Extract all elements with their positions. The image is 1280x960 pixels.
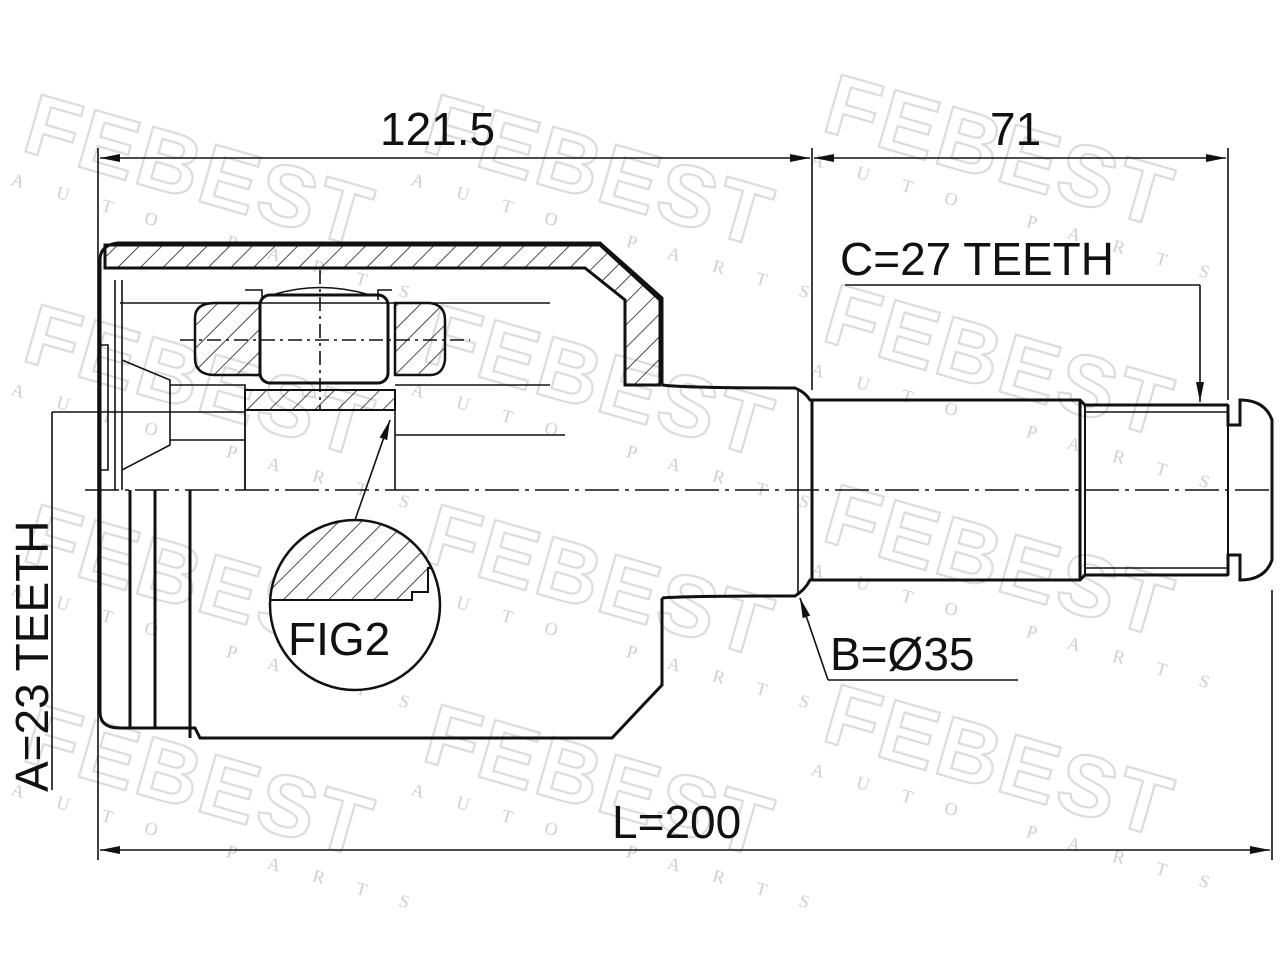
total-length-label: L=200 bbox=[612, 796, 741, 848]
seal-diameter-label: B=Ø35 bbox=[830, 628, 975, 680]
callout-inner-spline: A=23 TEETH bbox=[6, 411, 245, 792]
roller-outer-race-right bbox=[393, 301, 447, 377]
dimension-joint-length: 121.5 bbox=[97, 103, 813, 860]
dimension-label-71: 71 bbox=[990, 103, 1041, 155]
fig2-label: FIG2 bbox=[288, 613, 390, 665]
roller-outer-race bbox=[193, 301, 262, 377]
callout-outer-spline: C=27 TEETH bbox=[840, 233, 1204, 402]
callout-seal-diameter: B=Ø35 bbox=[799, 597, 1018, 681]
dimension-shaft-length: 71 bbox=[814, 103, 1229, 400]
tripod-roller bbox=[180, 270, 470, 490]
fig2-detail: FIG2 bbox=[268, 419, 442, 692]
dimension-label-121-5: 121.5 bbox=[380, 103, 495, 155]
housing-outline bbox=[98, 241, 664, 740]
inner-spline-teeth-label: A=23 TEETH bbox=[6, 521, 58, 792]
outer-spline-teeth-label: C=27 TEETH bbox=[840, 233, 1114, 285]
dimension-total-length: L=200 bbox=[100, 590, 1273, 860]
